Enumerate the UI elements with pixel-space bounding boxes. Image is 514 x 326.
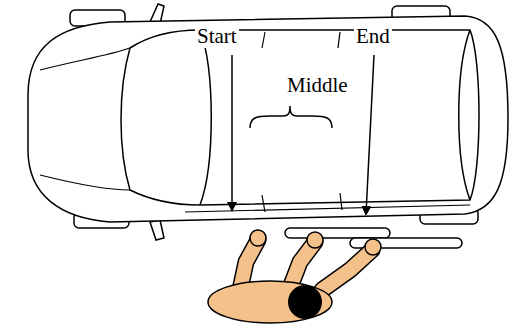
position-label: Middle — [285, 74, 350, 97]
position-label: End — [354, 25, 392, 48]
position-label: Start — [195, 25, 239, 48]
